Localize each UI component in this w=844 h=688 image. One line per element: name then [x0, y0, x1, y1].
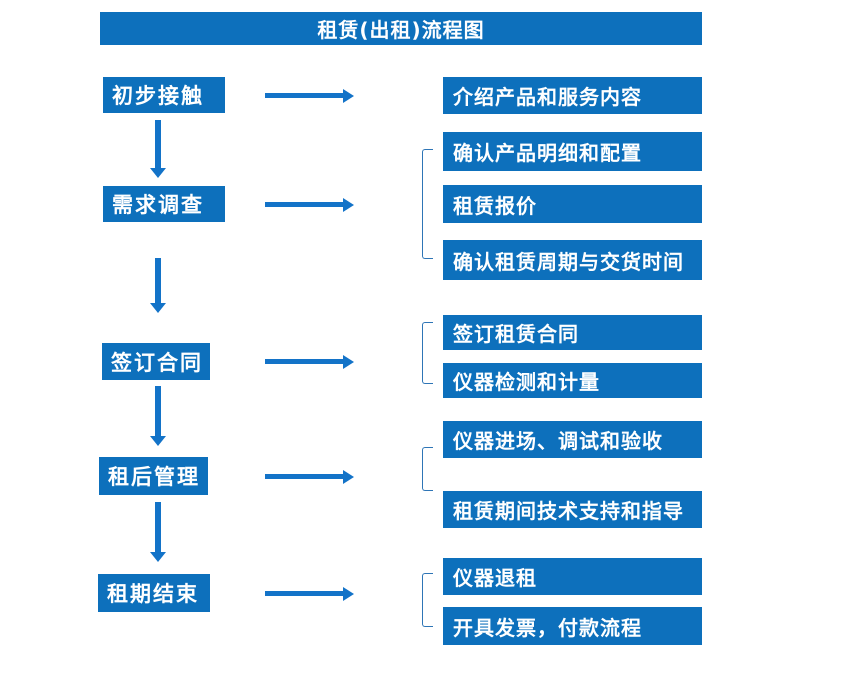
arrow-right-icon-2 [265, 202, 343, 207]
arrow-right-icon-1 [265, 93, 343, 98]
detail-box-invoice-payment: 开具发票，付款流程 [443, 607, 702, 645]
bracket-group-5 [422, 573, 433, 627]
detail-box-instrument-return: 仪器退租 [443, 558, 702, 595]
bracket-group-2 [422, 149, 433, 259]
bracket-group-3 [422, 322, 433, 384]
detail-box-technical-support: 租赁期间技术支持和指导 [443, 491, 702, 528]
arrow-down-icon-4 [155, 502, 161, 552]
detail-box-introduce-products: 介绍产品和服务内容 [443, 77, 702, 114]
arrow-down-icon-1 [155, 120, 161, 168]
arrow-right-icon-5 [265, 591, 343, 596]
detail-box-rental-quote: 租赁报价 [443, 185, 702, 223]
arrow-down-icon-2 [155, 258, 161, 303]
bracket-group-4 [422, 447, 433, 491]
arrow-right-icon-3 [265, 359, 343, 364]
detail-box-sign-rental-contract: 签订租赁合同 [443, 315, 702, 350]
step-box-sign-contract: 签订合同 [102, 343, 210, 380]
step-box-rental-end: 租期结束 [98, 574, 210, 612]
chart-title: 租赁(出租)流程图 [100, 12, 702, 45]
detail-box-confirm-product-config: 确认产品明细和配置 [443, 132, 702, 171]
detail-box-instrument-testing: 仪器检测和计量 [443, 363, 702, 398]
arrow-right-icon-4 [265, 474, 343, 479]
arrow-down-icon-3 [155, 386, 161, 436]
detail-box-instrument-setup-acceptance: 仪器进场、调试和验收 [443, 421, 702, 458]
step-box-initial-contact: 初步接触 [103, 77, 225, 113]
step-box-post-rental-management: 租后管理 [99, 457, 208, 495]
step-box-demand-survey: 需求调查 [103, 186, 225, 222]
detail-box-confirm-period-delivery: 确认租赁周期与交货时间 [443, 240, 702, 280]
